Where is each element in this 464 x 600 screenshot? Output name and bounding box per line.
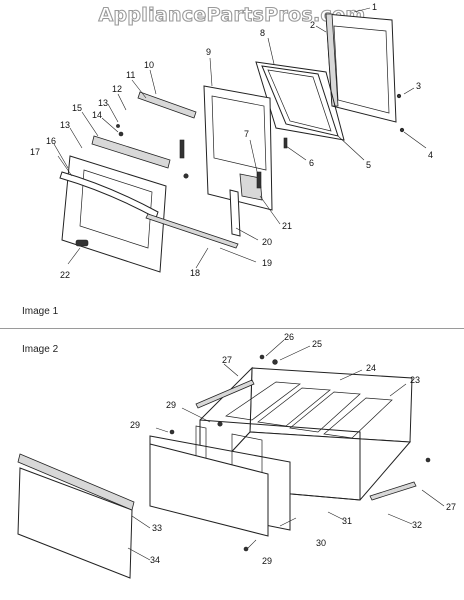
callout-34: 34 bbox=[150, 555, 160, 565]
door-window-glass bbox=[261, 65, 339, 137]
callout-14: 14 bbox=[92, 110, 102, 120]
callout-18: 18 bbox=[190, 268, 200, 278]
drawer-trim bbox=[17, 453, 135, 511]
callout-8: 8 bbox=[260, 28, 265, 38]
leader-lines-image-2 bbox=[127, 339, 445, 561]
callout-29b: 29 bbox=[262, 556, 272, 566]
callout-28: 29 bbox=[166, 400, 176, 410]
callout-27b: 27 bbox=[446, 502, 456, 512]
callout-17: 17 bbox=[30, 147, 40, 157]
callout-4: 4 bbox=[428, 150, 433, 160]
image-2-label: Image 2 bbox=[22, 344, 59, 355]
callout-1: 1 bbox=[372, 2, 377, 12]
callout-9: 9 bbox=[206, 47, 211, 57]
callout-21: 21 bbox=[282, 221, 292, 231]
callout-29: 29 bbox=[130, 420, 140, 430]
door-top-rail bbox=[137, 91, 197, 119]
leader-lines-image-1 bbox=[53, 7, 427, 269]
callout-27: 27 bbox=[222, 355, 232, 365]
door-inner-liner bbox=[203, 85, 273, 211]
callouts-image-1: 1 2 3 4 5 6 7 8 9 10 11 12 13 14 15 13 1… bbox=[30, 2, 433, 280]
section-divider bbox=[0, 328, 464, 329]
door-hinge-bracket bbox=[229, 189, 241, 237]
callout-22: 22 bbox=[60, 270, 70, 280]
door-fasteners bbox=[75, 93, 405, 247]
drawer-slide-rails bbox=[195, 379, 417, 501]
callout-11: 11 bbox=[126, 70, 135, 80]
door-back-frame bbox=[325, 13, 397, 123]
callout-13: 13 bbox=[98, 98, 108, 108]
watermark: AppliancePartsPros.com bbox=[98, 3, 366, 26]
callout-12: 12 bbox=[112, 84, 122, 94]
callout-31: 31 bbox=[342, 516, 352, 526]
drawer-fasteners bbox=[169, 354, 431, 552]
drawer-front-panel bbox=[17, 467, 133, 579]
callout-33: 33 bbox=[152, 523, 162, 533]
callout-16: 16 bbox=[46, 136, 56, 146]
callouts-image-2: 23 24 25 26 27 29 29 30 31 32 27 33 34 2… bbox=[130, 332, 456, 566]
callout-32: 32 bbox=[412, 520, 422, 530]
callout-19: 19 bbox=[262, 258, 272, 268]
callout-30: 30 bbox=[316, 538, 326, 548]
callout-5: 5 bbox=[366, 160, 371, 170]
callout-24: 24 bbox=[366, 363, 376, 373]
door-trim-strip bbox=[91, 135, 171, 169]
callout-6: 6 bbox=[309, 158, 314, 168]
door-bottom-channel bbox=[145, 213, 239, 249]
callout-7: 7 bbox=[244, 129, 249, 139]
callout-2: 2 bbox=[310, 20, 315, 30]
callout-3: 3 bbox=[416, 81, 421, 91]
callout-26: 26 bbox=[284, 332, 294, 342]
drawer-outer-panel bbox=[149, 443, 269, 537]
callout-10: 10 bbox=[144, 60, 154, 70]
callout-13b: 13 bbox=[60, 120, 70, 130]
callout-25: 25 bbox=[312, 339, 322, 349]
image-1-label: Image 1 bbox=[22, 306, 59, 317]
callout-20: 20 bbox=[262, 237, 272, 247]
callout-23: 23 bbox=[410, 375, 420, 385]
callout-15: 15 bbox=[72, 103, 82, 113]
